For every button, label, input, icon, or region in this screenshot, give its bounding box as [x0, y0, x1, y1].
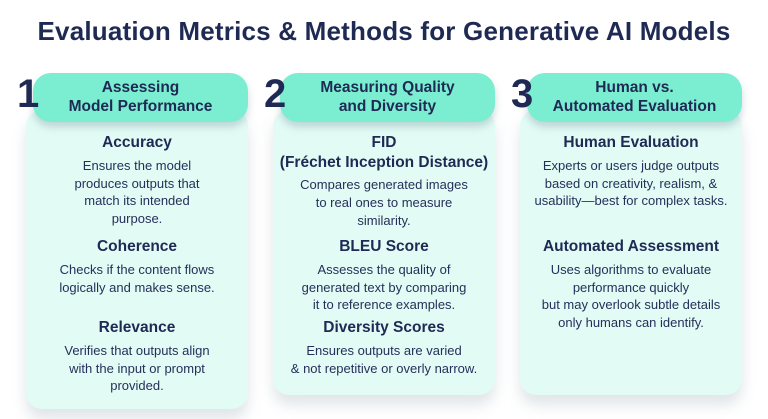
section-diversity-scores: Diversity Scores Ensures outputs are var… — [278, 318, 490, 378]
cards-row: 1 Assessing Model Performance Accuracy E… — [0, 73, 768, 410]
section-coherence: Coherence Checks if the content flows lo… — [31, 237, 243, 318]
section-body: Ensures the model produces outputs that … — [74, 157, 200, 227]
section-accuracy: Accuracy Ensures the model produces outp… — [31, 133, 243, 237]
section-heading: Accuracy — [102, 133, 172, 151]
section-heading: FID (Fréchet Inception Distance) — [279, 133, 489, 171]
card-header-pill: Measuring Quality and Diversity — [280, 73, 495, 122]
section-body: Compares generated images to real ones t… — [300, 177, 468, 229]
section-body: Verifies that outputs align with the inp… — [64, 342, 210, 394]
section-heading: Automated Assessment — [542, 237, 719, 255]
section-relevance: Relevance Verifies that outputs align wi… — [31, 318, 243, 396]
section-bleu-score: BLEU Score Assesses the quality of gener… — [278, 237, 490, 318]
card-number-badge: 3 — [511, 72, 534, 116]
section-heading: Coherence — [96, 237, 178, 255]
card-human-vs-automated: 3 Human vs. Automated Evaluation Human E… — [511, 73, 742, 409]
section-body: Ensures outputs are varied & not repetit… — [290, 342, 478, 376]
card-header-pill: Assessing Model Performance — [33, 73, 248, 122]
card-header-label: Measuring Quality and Diversity — [320, 79, 455, 116]
page-title: Evaluation Metrics & Methods for Generat… — [37, 16, 731, 46]
section-body: Experts or users judge outputs based on … — [534, 157, 728, 209]
section-heading: Human Evaluation — [563, 133, 699, 151]
section-body: Checks if the content flows logically an… — [59, 261, 215, 295]
card-measuring-quality-diversity: 2 Measuring Quality and Diversity FID (F… — [264, 73, 495, 409]
section-heading: Diversity Scores — [323, 318, 445, 336]
card-assessing-model-performance: 1 Assessing Model Performance Accuracy E… — [17, 73, 248, 410]
section-body: Uses algorithms to evaluate performance … — [541, 261, 721, 331]
card-body: Accuracy Ensures the model produces outp… — [26, 109, 248, 410]
card-header-label: Human vs. Automated Evaluation — [552, 79, 717, 116]
section-body: Assesses the quality of generated text b… — [301, 261, 467, 313]
section-human-evaluation: Human Evaluation Experts or users judge … — [525, 133, 737, 237]
card-header-label: Assessing Model Performance — [68, 79, 213, 116]
section-fid: FID (Fréchet Inception Distance) Compare… — [278, 133, 490, 237]
card-body: FID (Fréchet Inception Distance) Compare… — [273, 109, 495, 395]
section-automated-assessment: Automated Assessment Uses algorithms to … — [525, 237, 737, 333]
card-body: Human Evaluation Experts or users judge … — [520, 109, 742, 395]
card-header-pill: Human vs. Automated Evaluation — [527, 73, 742, 122]
card-number-badge: 1 — [17, 72, 40, 116]
section-heading: BLEU Score — [339, 237, 429, 255]
card-number-badge: 2 — [264, 72, 287, 116]
section-heading: Relevance — [98, 318, 176, 336]
